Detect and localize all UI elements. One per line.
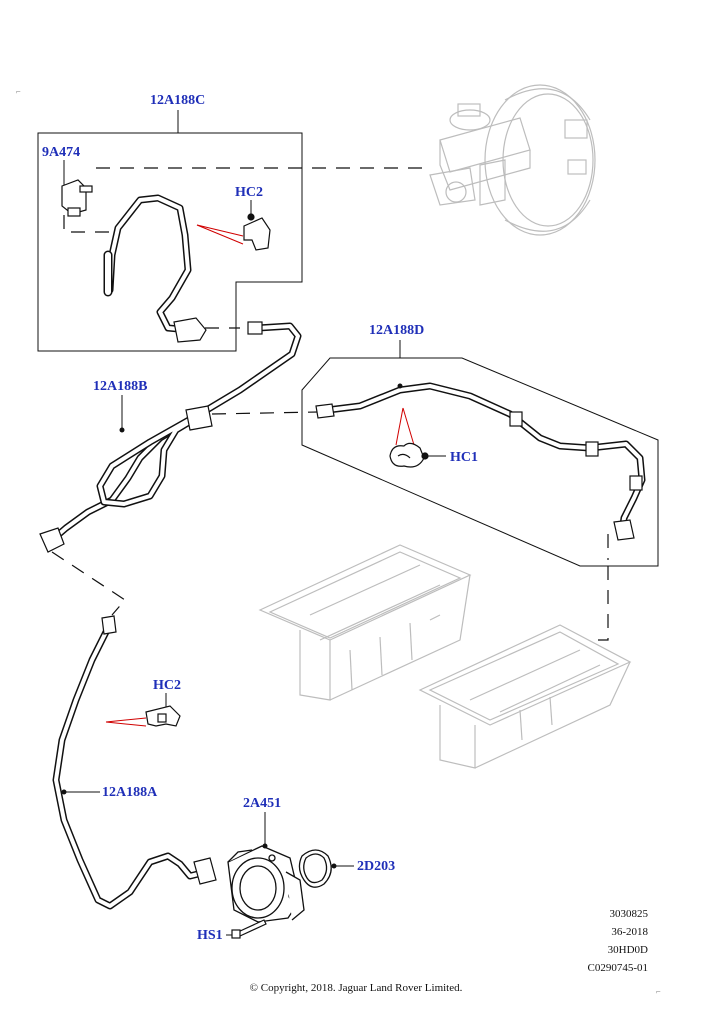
corner-mark-top-left: ⌐ [16, 87, 21, 96]
clip-HC2-mid [145, 705, 181, 727]
connector-12A188C-end [173, 317, 207, 343]
callout-HC2-mid: HC2 [153, 678, 181, 693]
callout-9A474: 9A474 [42, 145, 81, 160]
hose-12A188B [48, 322, 302, 544]
callout-12A188A: 12A188A [102, 785, 158, 800]
clip-HC1 [389, 442, 429, 468]
connector-9A474-sensor [61, 179, 93, 217]
callout-HS1: HS1 [197, 928, 223, 943]
callout-12A188D: 12A188D [369, 323, 425, 338]
group-box-12A188D [301, 357, 659, 567]
hose-12A188D [324, 382, 646, 536]
callout-2A451: 2A451 [243, 796, 282, 811]
callout-HC2-top: HC2 [235, 185, 263, 200]
callout-12A188C: 12A188C [150, 93, 206, 108]
copyright-notice: © Copyright, 2018. Jaguar Land Rover Lim… [249, 982, 463, 994]
bolt-HS1 [231, 919, 267, 939]
reference-line-1: 3030825 [609, 908, 649, 920]
corner-mark-bottom-right: ⌐ [656, 987, 661, 996]
reference-line-3: 30HD0D [607, 944, 648, 956]
red-leaders [105, 224, 415, 727]
connector-12A188A-parts [101, 615, 217, 885]
vacuum-pump-2A451 [227, 845, 305, 923]
connector-12A188B-ends [39, 321, 263, 553]
callout-HC1: HC1 [450, 450, 478, 465]
leader-dots [61, 383, 403, 869]
reference-line-4: C0290745-01 [587, 962, 649, 974]
reference-line-2: 36-2018 [611, 926, 648, 938]
hose-12A188C [103, 194, 194, 334]
callout-2D203: 2D203 [357, 859, 396, 874]
gasket-2D203 [298, 849, 332, 888]
group-box-12A188C [37, 132, 303, 352]
brake-booster-ghost [429, 84, 596, 236]
hose-12A188A [52, 624, 210, 910]
connector-12A188D-parts [315, 403, 643, 541]
callout-12A188B: 12A188B [93, 379, 148, 394]
clip-HC2-top [243, 213, 271, 251]
engine-cover-ghost [258, 544, 632, 769]
dashed-connectors [51, 167, 609, 641]
